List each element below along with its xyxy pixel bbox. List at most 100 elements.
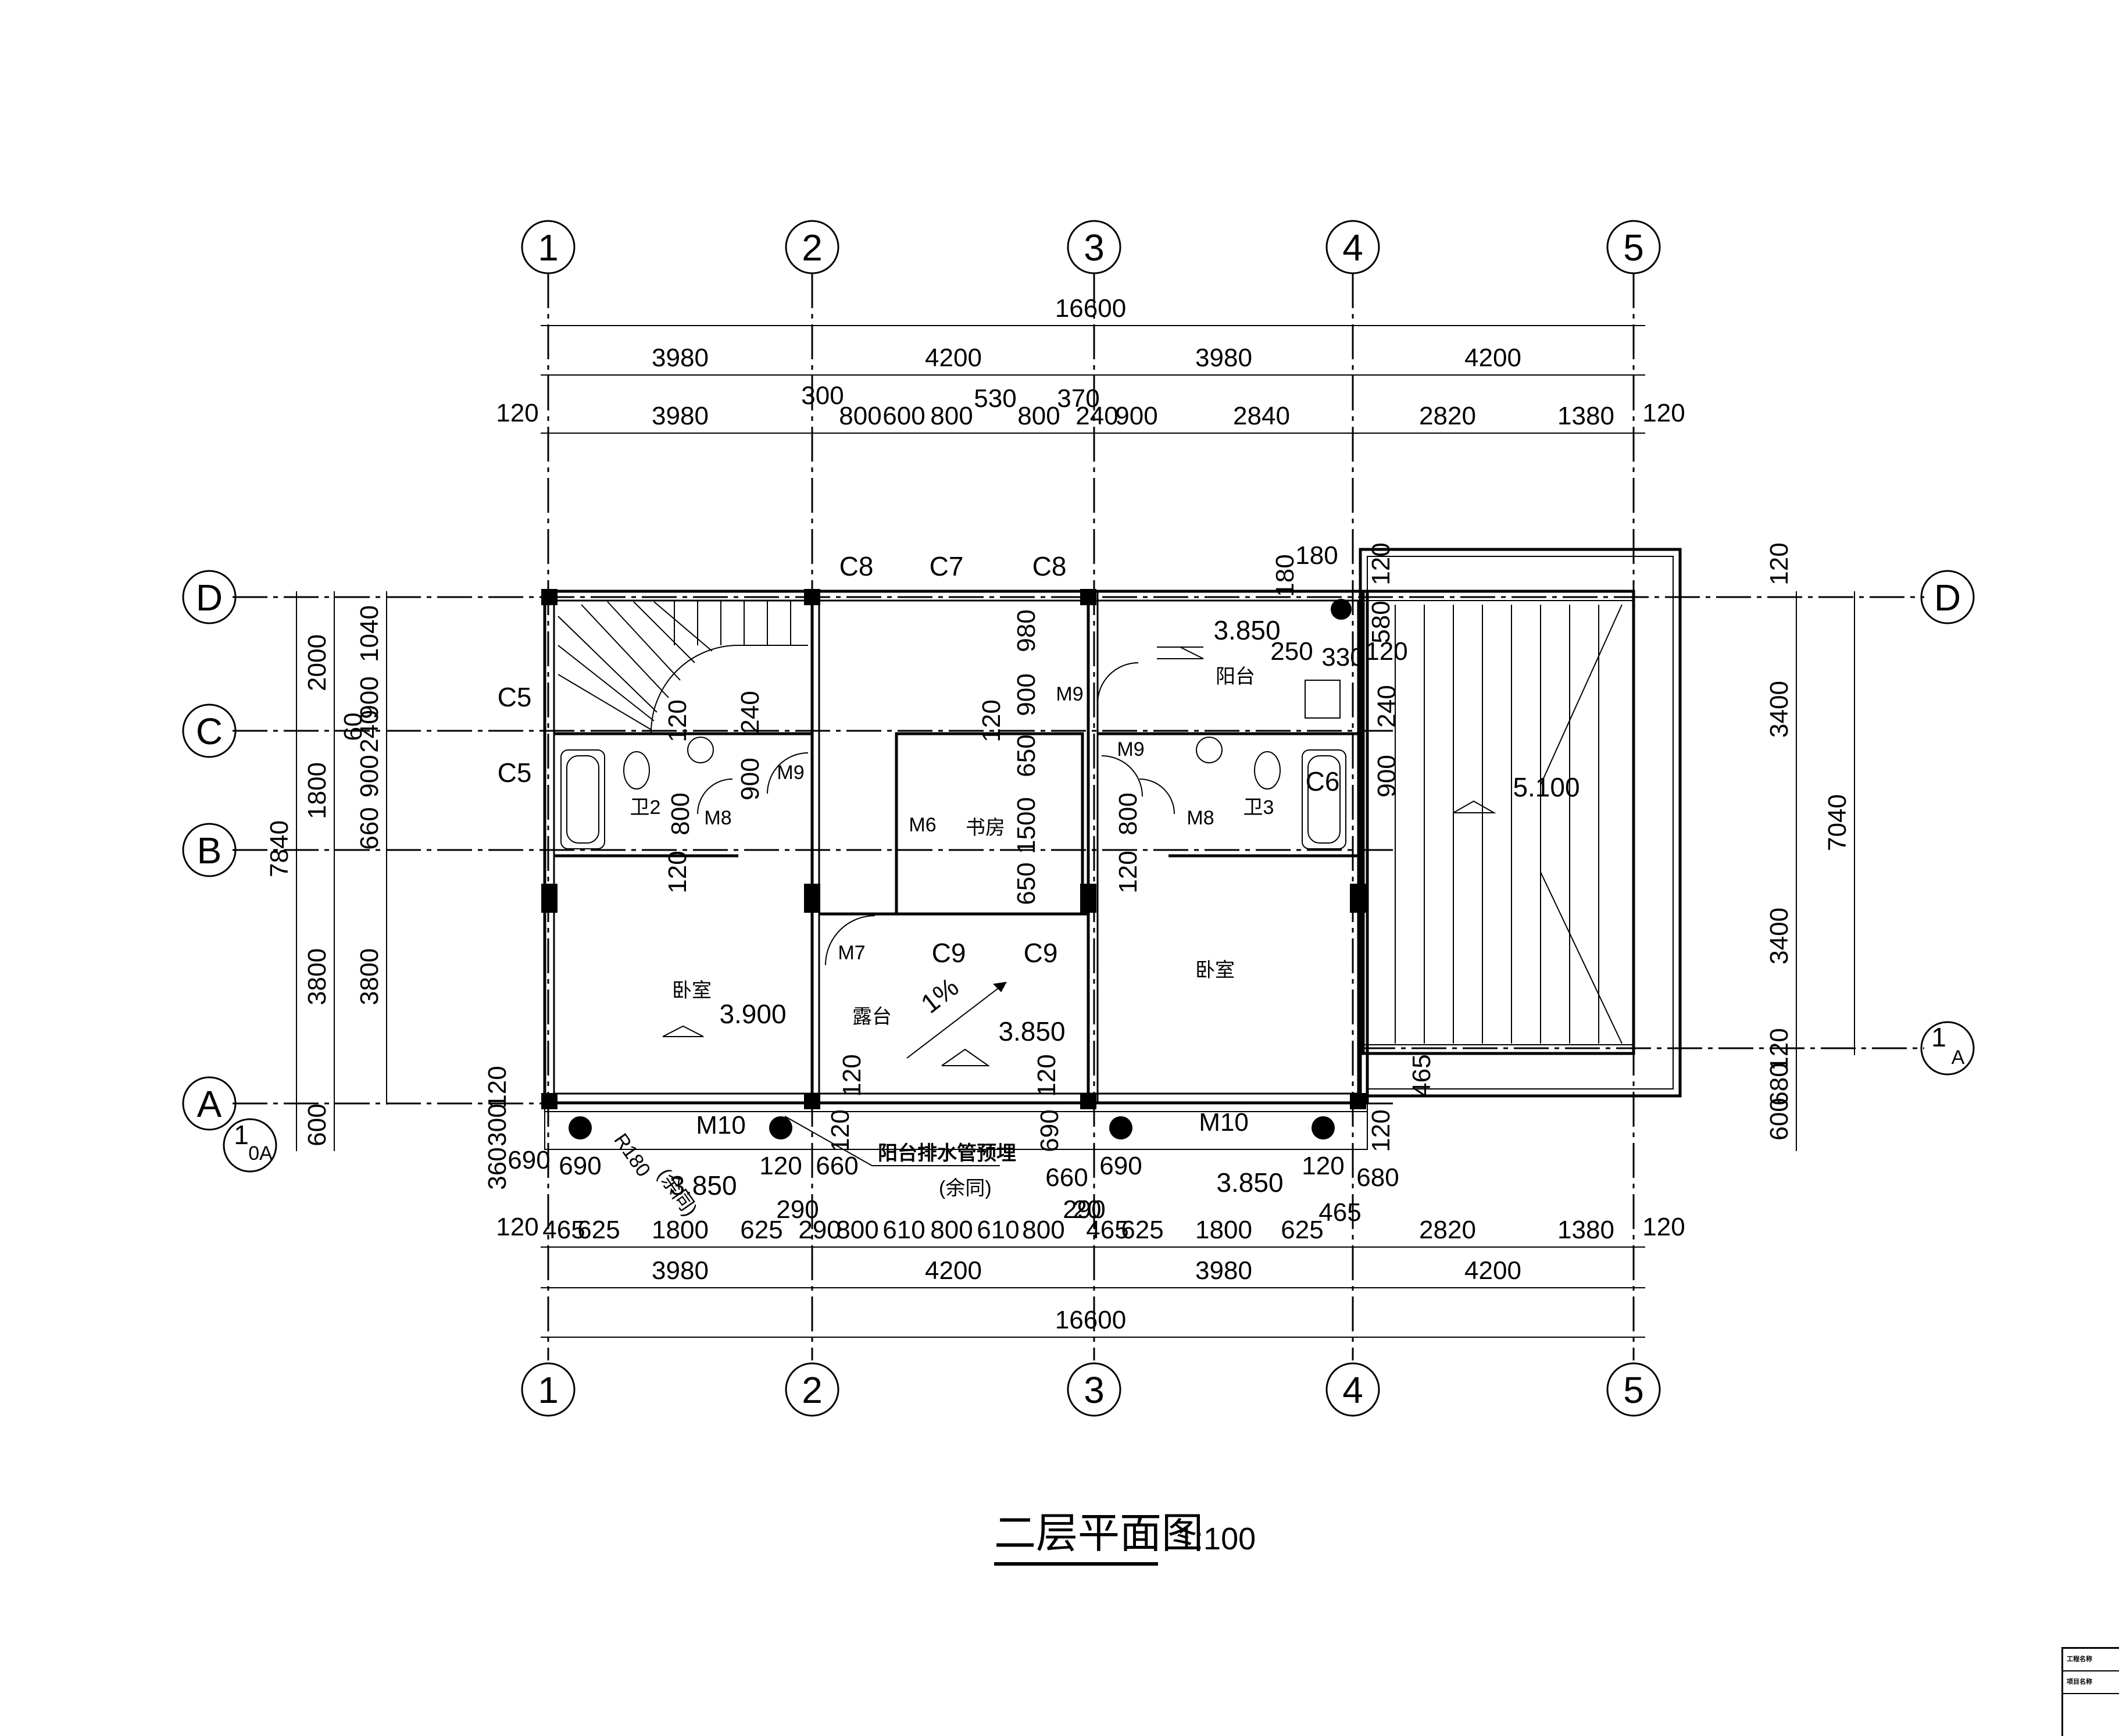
dim-bottom-detail-1: 120 (496, 1213, 538, 1241)
drain-note: 阳台排水管预埋 (878, 1142, 1016, 1165)
dim-bottom-bay-1: 3980 (652, 1256, 709, 1285)
window-M10-left: M10 (696, 1111, 746, 1140)
title-block-project: 工程名称 (2063, 1649, 2119, 1671)
window-C9-left: C9 (932, 938, 966, 968)
dim-misc-41: 20 (1073, 1195, 1102, 1224)
dim-bottom-detail-6: 290 (798, 1216, 841, 1244)
window-C7: C7 (930, 551, 964, 581)
dim-bottom-detail-16: 625 (1281, 1216, 1323, 1244)
grid-lines-horizontal (233, 596, 1924, 1105)
door-M9-1: M9 (1056, 683, 1083, 705)
door-M7: M7 (838, 942, 865, 964)
axis-label-5: 5 (1623, 227, 1644, 269)
dim-misc-21: 800 (1114, 792, 1142, 835)
dim-top-detail-4: 800 (839, 402, 881, 430)
room-balcony: 阳台 (1216, 666, 1255, 688)
drawing-title-text: 二层平面图 (994, 1510, 1203, 1557)
window-C9-right: C9 (1024, 938, 1058, 968)
level-balcony: 3.850 (1213, 615, 1280, 645)
dim-misc-35: 690 (1099, 1152, 1142, 1180)
dim-bottom-detail-19: 1380 (1557, 1216, 1614, 1244)
axis-label-2-bottom: 2 (802, 1369, 823, 1411)
dim-left-mid-2: 1800 (303, 762, 331, 819)
dim-right-inner-5: 680 (1765, 1063, 1793, 1105)
dim-top-detail-3: 300 (801, 381, 844, 410)
dim-left-mid-4: 600 (303, 1103, 331, 1146)
door-M9-3: M9 (1117, 738, 1144, 760)
dim-left-outer: 7840 (265, 820, 294, 877)
drain-note-sub: (余同) (939, 1177, 992, 1199)
opening-labels: C8 C7 C8 C5 C5 C6 C9 C9 M10 M10 M9 M9 M9… (498, 551, 1340, 1140)
room-terrace: 露台 (852, 1006, 892, 1028)
dim-misc-30: 120 (759, 1152, 802, 1180)
level-terrace: 3.850 (998, 1016, 1065, 1046)
axis-label-1-bottom: 1 (538, 1369, 559, 1411)
dim-bottom-detail-3: 625 (577, 1216, 620, 1244)
dim-top-total: 16600 (1055, 294, 1126, 323)
dim-bottom-detail-9: 800 (930, 1216, 973, 1244)
dim-right-inner-3: 3400 (1765, 908, 1793, 965)
axis-label-C: C (196, 710, 223, 752)
dim-top-bay-2: 4200 (925, 344, 982, 372)
dimension-texts: 16600 3980 4200 3980 4200 120 3980 300 8… (496, 294, 1685, 1334)
dim-bottom-total: 16600 (1055, 1306, 1126, 1334)
dim-misc-4: 580 (1367, 601, 1395, 643)
dim-misc-6: 330 (1321, 643, 1364, 671)
dim-right-inner-1: 120 (1765, 542, 1793, 585)
dim-misc-38: 120 (1367, 1109, 1395, 1152)
dim-misc-22: 120 (1114, 851, 1142, 893)
room-labels: 卧室 卧室 书房 露台 阳台 卫2 卫3 (630, 666, 1274, 1028)
dim-misc-8: 240 (1373, 685, 1401, 727)
dim-left-inner-3: 240 (355, 710, 384, 752)
dim-bottom-detail-12: 290 (1063, 1195, 1105, 1224)
dim-bottom-detail-5: 625 (740, 1216, 782, 1244)
dim-top-detail-1: 120 (496, 399, 538, 427)
dim-misc-19: 800 (666, 792, 695, 835)
dim-misc-5: 250 (1270, 637, 1313, 666)
level-bedroom-left: 3.900 (719, 999, 786, 1029)
dim-top-bay-4: 4200 (1464, 344, 1521, 372)
dim-misc-33: 660 (1045, 1163, 1088, 1192)
axis-label-D: D (196, 577, 223, 619)
dim-top-detail-5: 600 (882, 402, 925, 430)
dim-misc-7: 120 (1365, 637, 1407, 666)
dim-top-detail-15: 120 (1642, 399, 1685, 427)
dim-top-detail-8: 800 (1017, 402, 1060, 430)
axis-label-5-bottom: 5 (1623, 1369, 1644, 1411)
dim-misc-14: 1500 (1012, 797, 1041, 854)
dim-left-mid-1: 2000 (303, 634, 331, 691)
roof-hatch (1395, 604, 1623, 1044)
dim-bottom-detail-7: 800 (836, 1216, 878, 1244)
axis-label-1-0A-den: 0A (248, 1142, 273, 1165)
misc-dimension-texts: 180 180 120 580 250 330 120 240 900 120 … (483, 541, 1436, 1224)
room-study: 书房 (966, 817, 1005, 839)
axis-label-3-bottom: 3 (1084, 1369, 1105, 1411)
dim-left-inner-5: 900 (355, 755, 384, 797)
window-C5-lower: C5 (498, 758, 532, 788)
axis-label-1A-num: 1 (1931, 1022, 1946, 1052)
dim-bottom-detail-2: 465 (542, 1216, 585, 1244)
dim-misc-39: 465 (1407, 1054, 1436, 1096)
dim-misc-34: 690 (1035, 1109, 1064, 1152)
drawing-scale: 1:100 (1177, 1521, 1256, 1556)
dim-left-inner-2: 900 (355, 676, 384, 719)
dim-misc-20: 120 (663, 851, 692, 893)
door-M8-right: M8 (1187, 807, 1214, 829)
dim-bottom-detail-20: 120 (1642, 1213, 1685, 1241)
title-block-item: 项目名称 (2063, 1671, 2119, 1694)
level-front-right: 3.850 (1216, 1167, 1283, 1198)
axis-label-A: A (197, 1083, 222, 1125)
dim-top-detail-9: 370 (1057, 384, 1099, 413)
dim-misc-3: 120 (1367, 542, 1395, 585)
dim-misc-1: 180 (1295, 541, 1338, 570)
dim-top-detail-11: 900 (1115, 402, 1157, 430)
dim-misc-26: 360 (483, 1147, 512, 1190)
columns (541, 589, 1366, 1140)
dim-misc-27: 120 (483, 1066, 512, 1108)
dim-bottom-detail-17: 465 (1318, 1198, 1361, 1227)
dim-right-inner-6: 600 (1765, 1098, 1793, 1140)
dim-bottom-detail-11: 800 (1022, 1216, 1064, 1244)
level-front-left: 3.850 (670, 1170, 737, 1201)
dim-bottom-detail-4: 1800 (652, 1216, 709, 1244)
dim-right-inner-4: 120 (1765, 1028, 1793, 1070)
